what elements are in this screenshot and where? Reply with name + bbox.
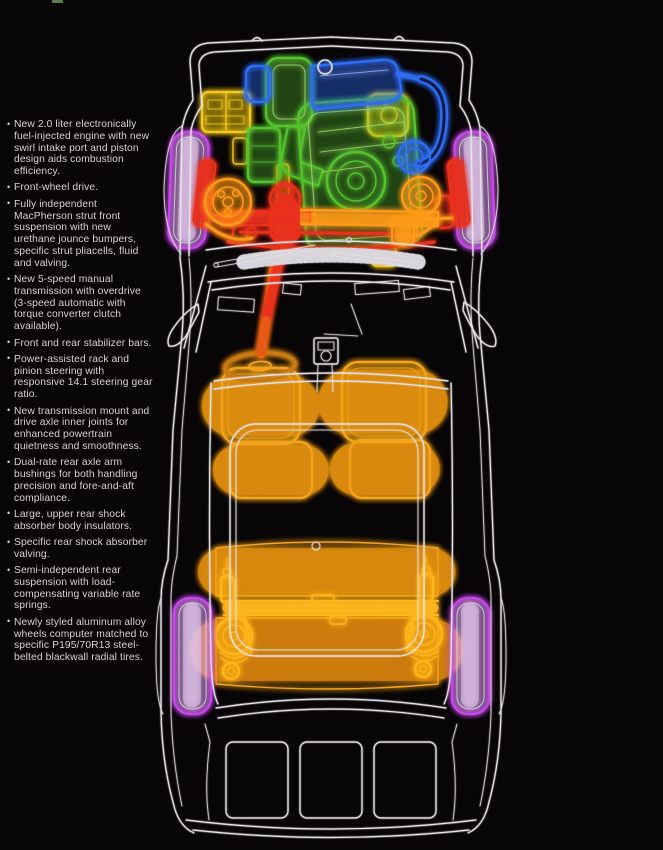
feature-list: •New 2.0 liter electronically fuel-injec…	[7, 119, 154, 668]
bullet: •	[7, 353, 11, 364]
bullet: •	[7, 181, 11, 192]
bullet: •	[7, 337, 11, 348]
bullet: •	[7, 536, 11, 547]
feature-item: •Specific rear shock absorber valving.	[7, 536, 148, 560]
interior-seats-orange	[191, 248, 467, 690]
bullet: •	[7, 118, 11, 129]
feature-item: •New 2.0 liter electronically fuel-injec…	[7, 118, 150, 178]
feature-item: •New transmission mount and drive axle i…	[7, 405, 150, 452]
bullet: •	[7, 456, 11, 467]
feature-item: •Large, upper rear shock absorber body i…	[7, 508, 133, 532]
tires-purple	[167, 130, 496, 716]
bullet: •	[7, 508, 11, 519]
brake-hubs-orange	[203, 175, 454, 248]
bullet: •	[7, 564, 11, 575]
bullet: •	[7, 616, 11, 627]
bullet: •	[7, 273, 11, 284]
feature-item: •Semi-independent rear suspension with l…	[7, 564, 141, 612]
feature-item: •Newly styled aluminum alloy wheels comp…	[7, 616, 149, 664]
bullet: •	[7, 405, 11, 416]
feature-item: •Front and rear stabilizer bars.	[7, 337, 152, 349]
feature-item: •Power-assisted rack and pinion steering…	[7, 353, 153, 401]
feature-item: •Dual-rate rear axle arm bushings for bo…	[7, 456, 138, 504]
page-edge-mark	[52, 0, 63, 3]
feature-item: •New 5-speed manual transmission with ov…	[7, 273, 141, 333]
bullet: •	[7, 198, 11, 209]
car-body-outline	[155, 35, 507, 839]
feature-item: •Fully independent MacPherson strut fron…	[7, 198, 139, 269]
intake-system-blue	[244, 58, 449, 175]
feature-item: •Front-wheel drive.	[7, 181, 99, 194]
